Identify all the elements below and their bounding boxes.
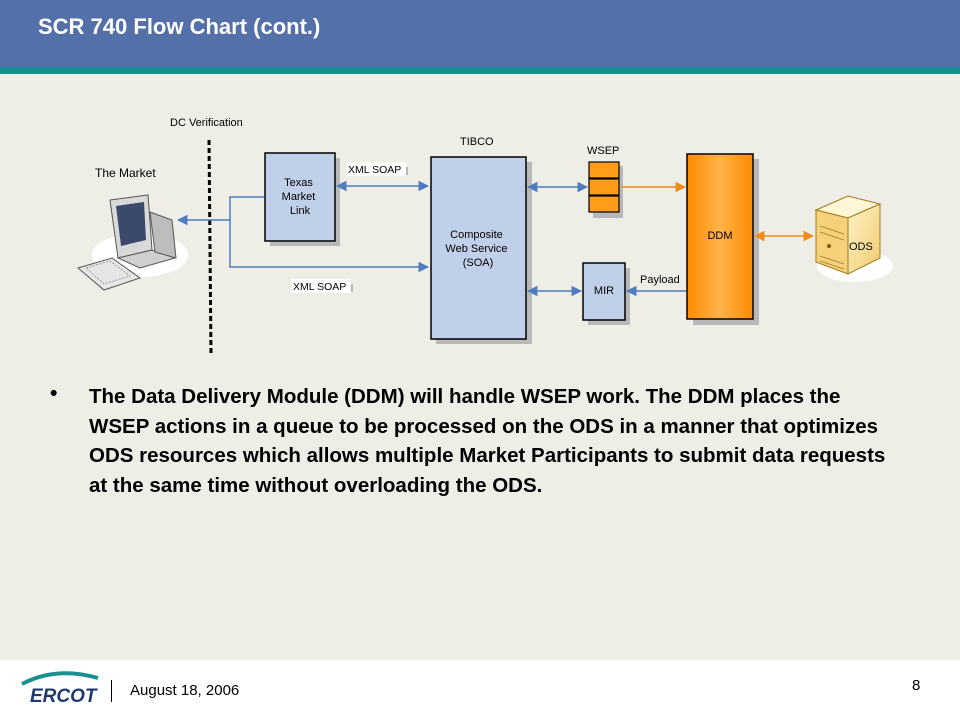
payload-label: Payload bbox=[640, 274, 680, 286]
footer-divider bbox=[111, 680, 112, 702]
bullet-symbol: • bbox=[50, 382, 58, 405]
mir-label: MIR bbox=[594, 285, 614, 297]
slide-header: SCR 740 Flow Chart (cont.) bbox=[0, 0, 960, 67]
slide-title: SCR 740 Flow Chart (cont.) bbox=[38, 14, 321, 39]
footer-date: August 18, 2006 bbox=[130, 682, 240, 699]
xml-soap-bottom-label: XML SOAP bbox=[293, 281, 346, 293]
xml-soap-top-label: XML SOAP bbox=[348, 164, 401, 176]
ercot-logo: ERCOT bbox=[21, 671, 99, 707]
ddm-box bbox=[686, 153, 754, 320]
ddm-label: DDM bbox=[707, 230, 732, 242]
wsep-queue bbox=[588, 161, 620, 213]
slide-footer bbox=[0, 660, 960, 720]
computer-icon bbox=[76, 194, 188, 291]
market-label: The Market bbox=[95, 166, 156, 180]
header-accent-bar bbox=[0, 67, 960, 74]
texas-market-link-label: Texas Market Link bbox=[282, 177, 319, 217]
bullet-text: The Data Delivery Module (DDM) will hand… bbox=[89, 385, 886, 497]
tibco-label: TIBCO bbox=[460, 136, 494, 148]
composite-web-service-box bbox=[430, 156, 527, 340]
market-to-tml-arrow bbox=[176, 196, 264, 226]
composite-web-service-label: Composite Web Service (SOA) bbox=[445, 229, 510, 269]
dc-verification-boundary bbox=[207, 139, 213, 356]
mir-box bbox=[582, 262, 626, 321]
dc-verification-label: DC Verification bbox=[170, 117, 243, 129]
page-number: 8 bbox=[912, 677, 921, 694]
ods-server-icon bbox=[814, 195, 893, 282]
ods-label: ODS bbox=[849, 241, 873, 253]
flow-chart-diagram: DC Verification The Market Texas Market … bbox=[76, 117, 893, 356]
ercot-logo-text: ERCOT bbox=[30, 686, 98, 707]
wsep-label: WSEP bbox=[587, 145, 619, 157]
texas-market-link-box bbox=[264, 152, 336, 242]
market-to-tibco-arrow bbox=[229, 220, 430, 273]
